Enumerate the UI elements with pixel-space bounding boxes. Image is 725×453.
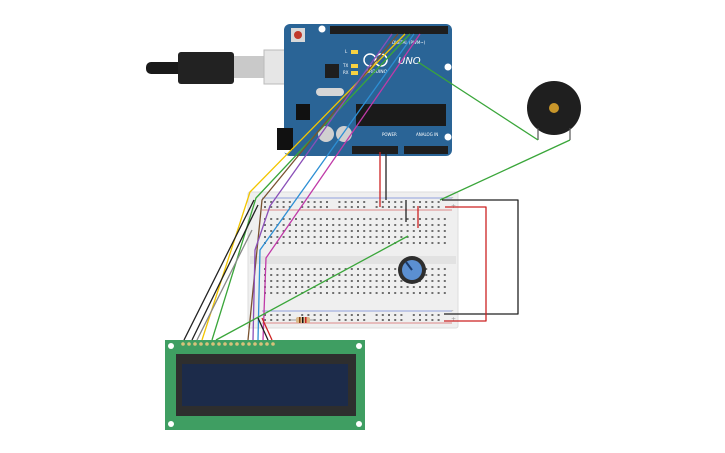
reset-button[interactable] (294, 31, 302, 39)
wire-purple[interactable] (252, 33, 393, 341)
wire-lcd-red[interactable] (261, 317, 273, 341)
power-label: POWER (382, 132, 397, 137)
wire-rail-loop-black[interactable] (442, 199, 519, 315)
buzzer-center (549, 103, 559, 113)
arduino-uno-board[interactable]: L TX RX UNO ARDUINO POWER ANALOG IN DIGI… (277, 24, 452, 156)
led-label-tx: TX (342, 63, 348, 68)
led-label-rx: RX (343, 70, 349, 75)
wire-rail-loop-red[interactable] (444, 206, 487, 322)
usb-cable (146, 49, 309, 85)
rail-plus-bottom: + (451, 316, 456, 323)
wire-lcd-black-3[interactable] (257, 317, 269, 341)
rail-minus-top: - (451, 194, 454, 202)
wire-lcd-black-1[interactable] (183, 199, 255, 341)
wire-blue[interactable] (257, 33, 415, 341)
breadboard-center-channel (250, 256, 456, 264)
wire-buzzer-ground[interactable] (439, 139, 571, 201)
wire-lcd-contrast[interactable] (215, 235, 409, 341)
wire-lcd-black-2[interactable] (191, 204, 259, 341)
wire-lcd-gray[interactable] (196, 229, 253, 341)
breadboard[interactable]: + - + - (247, 191, 459, 329)
wires (183, 33, 571, 341)
lcd-pin-header (181, 342, 275, 346)
wire-buzzer-signal[interactable] (417, 61, 539, 141)
piezo-buzzer[interactable] (527, 81, 581, 140)
board-brand: ARDUINO (366, 69, 388, 75)
wire-yellow[interactable] (201, 33, 406, 341)
digital-label: DIGITAL (PWM~) (392, 40, 426, 45)
analog-label: ANALOG IN (416, 132, 438, 137)
resistor[interactable] (290, 317, 316, 323)
rail-minus-bottom: - (451, 307, 454, 315)
board-model: UNO (398, 56, 421, 67)
wire-green-d[interactable] (211, 33, 411, 341)
led-label-l: L (345, 49, 348, 54)
wire-magenta[interactable] (262, 33, 421, 341)
lcd-screen (182, 364, 348, 406)
lcd-16x2-module[interactable] (165, 340, 365, 430)
potentiometer[interactable] (398, 256, 426, 284)
breadboard-holes (264, 201, 446, 321)
